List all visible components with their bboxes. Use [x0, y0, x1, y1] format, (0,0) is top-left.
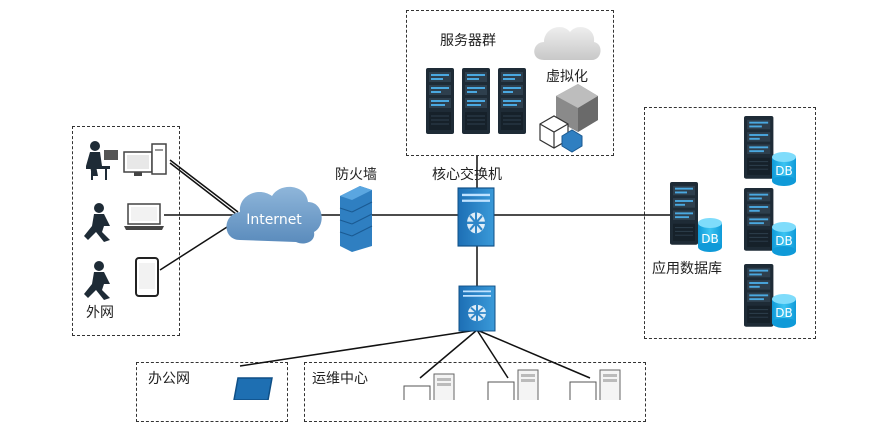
server-cluster-group [406, 10, 614, 156]
app-database-group [644, 107, 816, 339]
ops-center-label: 运维中心 [312, 371, 368, 387]
firewall-label: 防火墙 [335, 167, 377, 183]
app-database-label: 应用数据库 [652, 261, 722, 277]
db-badge: DB [775, 234, 792, 248]
server-rack-icon [425, 67, 527, 135]
access-switch-icon [458, 285, 496, 332]
internet-label: Internet [246, 212, 302, 228]
desktop-user-icon [86, 141, 118, 180]
office-network-label: 办公网 [148, 371, 190, 387]
db-badge: DB [775, 164, 792, 178]
network-diagram: DB DB DB DB Internet 服务器群 虚拟化 防火墙 核心交换机 … [72, 10, 816, 422]
virtualization-cloud-icon [534, 27, 601, 60]
desktop-computer-icon [123, 143, 167, 176]
core-switch-label: 核心交换机 [432, 167, 502, 183]
db-badge: DB [775, 306, 792, 320]
virtualization-cubes-icon [539, 84, 598, 153]
external-network-group [72, 126, 180, 336]
office-laptop-icon [233, 377, 273, 400]
ops-computer-icon [403, 373, 455, 400]
internet-cloud-icon [226, 186, 322, 244]
db-badge: DB [701, 232, 718, 246]
diagram-canvas: DB DB DB DB Internet [84, 27, 796, 400]
laptop-icon [124, 203, 164, 230]
ops-computer-icon [569, 369, 621, 400]
ops-computer-icon [487, 369, 539, 400]
external-network-label: 外网 [86, 305, 114, 321]
firewall-icon [339, 186, 373, 252]
running-user-icon [84, 203, 110, 242]
mobile-user-icon [84, 261, 110, 300]
core-switch-icon [456, 186, 496, 248]
virtualization-label: 虚拟化 [546, 69, 588, 85]
connection-lines [159, 156, 672, 379]
smartphone-icon [135, 257, 159, 297]
server-cluster-label: 服务器群 [440, 33, 496, 49]
